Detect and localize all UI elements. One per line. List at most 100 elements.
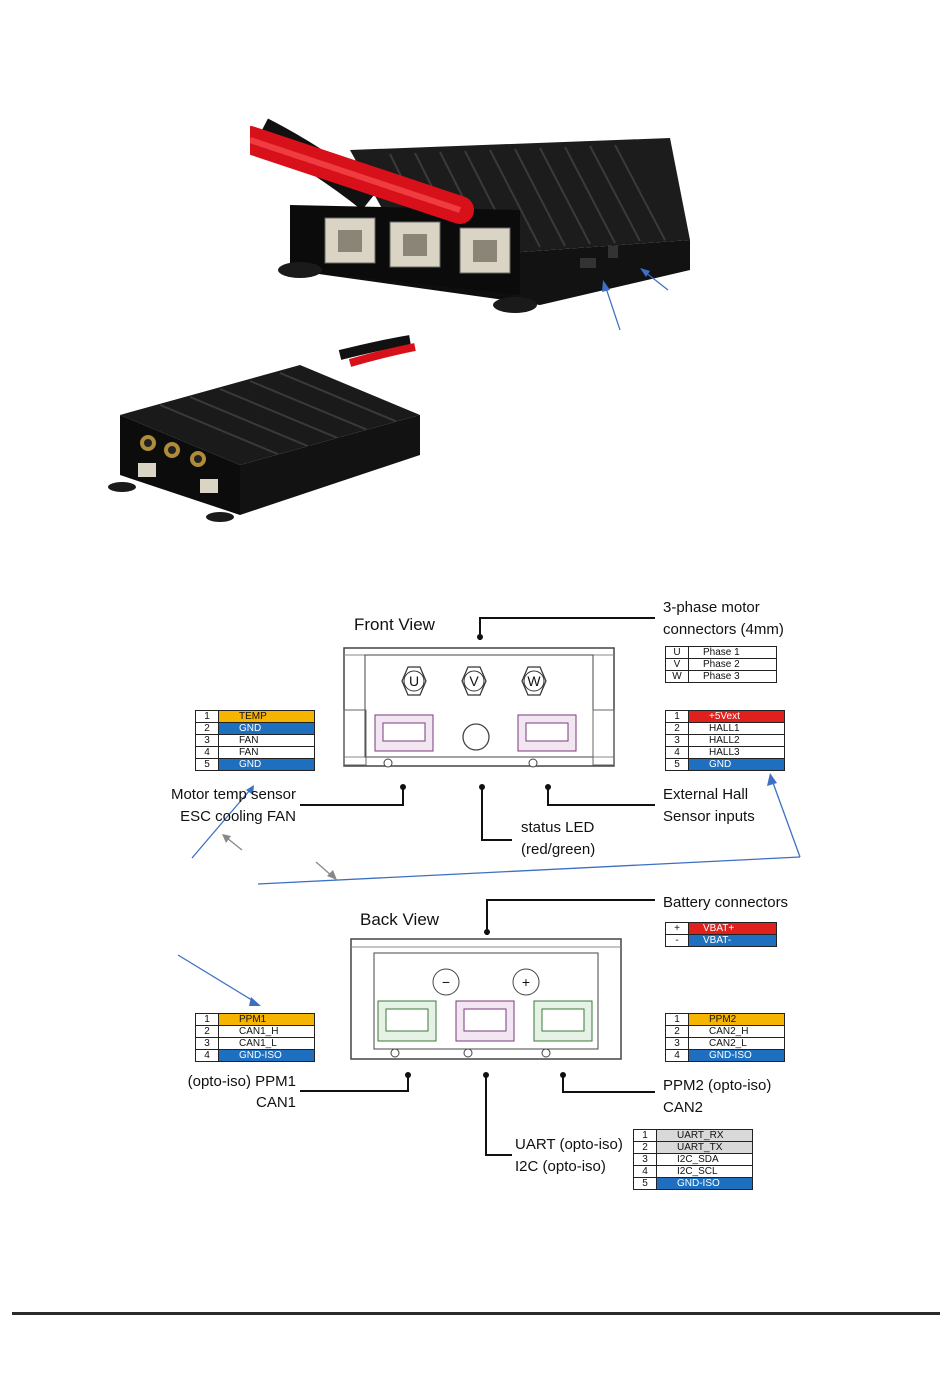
pin-number: 3 [665, 734, 689, 747]
pin-number: U [665, 646, 689, 659]
status-led-label-line1: status LED [521, 819, 595, 836]
pin-signal: CAN1_H [218, 1025, 315, 1038]
pin-number: 1 [665, 710, 689, 723]
pin-number: 5 [633, 1177, 657, 1190]
table-row: +VBAT+ [665, 922, 777, 935]
pin-signal: UART_TX [656, 1141, 753, 1154]
pin-signal: CAN1_L [218, 1037, 315, 1050]
pin-number: 2 [195, 722, 219, 735]
pin-signal: HALL3 [688, 746, 785, 759]
pin-signal: HALL1 [688, 722, 785, 735]
pin-signal: PPM2 [688, 1013, 785, 1026]
pin-number: 2 [195, 1025, 219, 1038]
diagram-leader-lines [177, 617, 801, 1156]
pin-signal: TEMP [218, 710, 315, 723]
pin-signal: FAN [218, 734, 315, 747]
esc-device-photo-top [250, 118, 690, 313]
phase-connectors-label-line2: connectors (4mm) [663, 621, 784, 638]
pin-number: 5 [665, 758, 689, 771]
pin-signal: GND [218, 758, 315, 771]
pin-number: 2 [665, 722, 689, 735]
esc-device-photo-bottom [108, 335, 420, 522]
pin-number: W [665, 670, 689, 683]
pin-number: + [665, 922, 689, 935]
pin-signal: Phase 3 [688, 670, 777, 683]
photo-annotation-arrows [602, 268, 669, 331]
pin-signal: GND [218, 722, 315, 735]
pin-number: 4 [195, 1049, 219, 1062]
battery-minus-glyph: − [441, 974, 451, 990]
phase-w-glyph: W [527, 673, 541, 689]
ppm1-label-line1: (opto-iso) PPM1 [187, 1073, 296, 1090]
back-view-enclosure [350, 938, 622, 1060]
pin-signal: Phase 1 [688, 646, 777, 659]
pin-number: 1 [195, 710, 219, 723]
pin-signal: GND-ISO [688, 1049, 785, 1062]
phase-connectors-label-line1: 3-phase motor [663, 599, 760, 616]
battery-plus-glyph: + [521, 974, 531, 990]
table-row: 1+5Vext [665, 710, 785, 723]
pin-signal: I2C_SDA [656, 1153, 753, 1166]
pin-number: 2 [665, 1025, 689, 1038]
phase-u-glyph: U [408, 673, 420, 689]
front-view-title: Front View [354, 615, 435, 634]
motor-temp-label-line1: Motor temp sensor [170, 786, 296, 803]
pin-signal: +5Vext [688, 710, 785, 723]
pin-signal: Phase 2 [688, 658, 777, 671]
pin-number: 4 [665, 746, 689, 759]
pin-number: 3 [195, 734, 219, 747]
pin-signal: VBAT- [688, 934, 777, 947]
motor-temp-label-line2: ESC cooling FAN [180, 808, 296, 825]
pin-signal: UART_RX [656, 1129, 753, 1142]
back-view-title: Back View [360, 910, 440, 929]
pin-signal: CAN2_H [688, 1025, 785, 1038]
pin-number: 1 [665, 1013, 689, 1026]
pin-signal: I2C_SCL [656, 1165, 753, 1178]
pin-signal: GND [688, 758, 785, 771]
ppm2-label-line1: PPM2 (opto-iso) [663, 1077, 772, 1094]
pin-signal: CAN2_L [688, 1037, 785, 1050]
pin-number: 4 [195, 746, 219, 759]
battery-connectors-label: Battery connectors [663, 894, 789, 911]
ppm1-label-line2: CAN1 [255, 1094, 296, 1111]
pin-number: 3 [195, 1037, 219, 1050]
pin-signal: PPM1 [218, 1013, 315, 1026]
pin-signal: FAN [218, 746, 315, 759]
footer-rule [12, 1312, 940, 1315]
hall-sensor-label-line2: Sensor inputs [663, 808, 755, 825]
pin-signal: HALL2 [688, 734, 785, 747]
uart-label-line1: UART (opto-iso) [515, 1136, 623, 1153]
pin-number: 1 [633, 1129, 657, 1142]
pin-signal: GND-ISO [656, 1177, 753, 1190]
battery-table: +VBAT+-VBAT- [665, 922, 777, 947]
uart-label-line2: I2C (opto-iso) [515, 1158, 606, 1175]
